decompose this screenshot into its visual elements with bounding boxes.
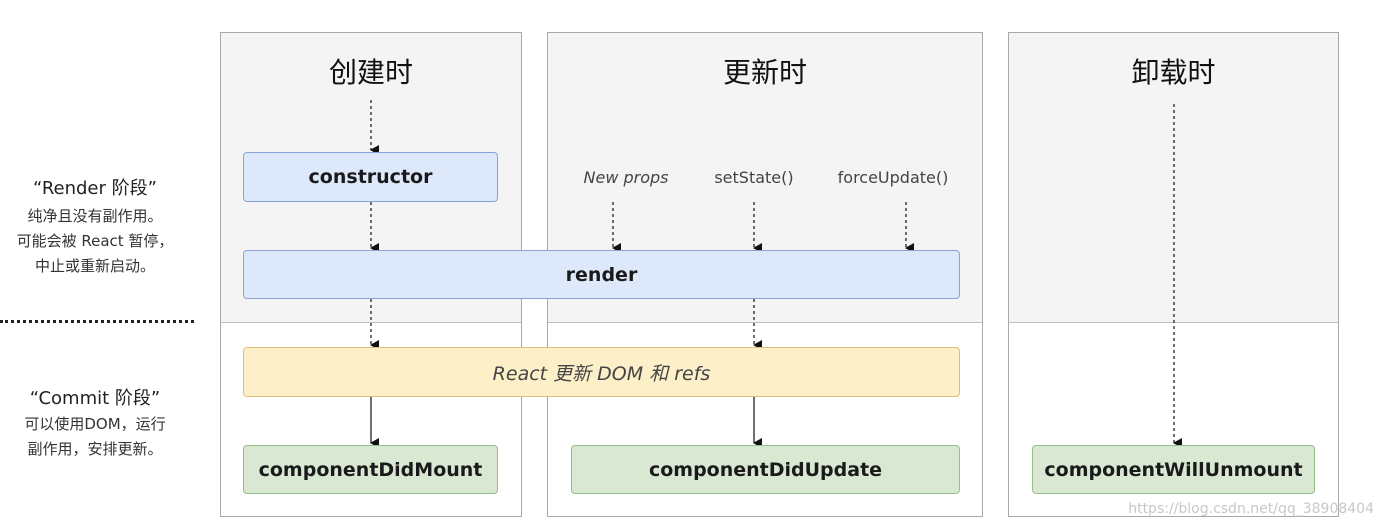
component-will-unmount-box: componentWillUnmount bbox=[1032, 445, 1315, 494]
commit-phase-description: 可以使用DOM，运行 副作用，安排更新。 bbox=[0, 412, 190, 462]
render-phase-desc-line: 纯净且没有副作用。 bbox=[27, 207, 163, 225]
mount-column-title: 创建时 bbox=[328, 56, 413, 89]
trigger-force-update: forceUpdate() bbox=[837, 168, 949, 187]
phase-divider bbox=[548, 322, 982, 323]
commit-phase-desc-line: 可以使用DOM，运行 bbox=[24, 415, 166, 433]
phase-divider bbox=[221, 322, 521, 323]
render-phase-desc-line: 可能会被 React 暂停， bbox=[16, 232, 174, 250]
constructor-box: constructor bbox=[243, 152, 498, 202]
unmount-column-title: 卸载时 bbox=[1131, 56, 1216, 89]
render-box: render bbox=[243, 250, 960, 299]
render-phase-description: 纯净且没有副作用。 可能会被 React 暂停， 中止或重新启动。 bbox=[0, 204, 190, 279]
commit-phase-title: “Commit 阶段” bbox=[29, 388, 161, 409]
component-did-mount-box: componentDidMount bbox=[243, 445, 498, 494]
phase-separator bbox=[0, 320, 194, 323]
trigger-new-props: New props bbox=[583, 168, 669, 187]
render-phase-desc-line: 中止或重新启动。 bbox=[34, 257, 155, 275]
trigger-set-state: setState() bbox=[714, 168, 794, 187]
watermark: https://blog.csdn.net/qq_38908404 bbox=[1128, 501, 1374, 517]
update-column-title: 更新时 bbox=[722, 56, 807, 89]
component-did-update-box: componentDidUpdate bbox=[571, 445, 960, 494]
react-updates-dom-box: React 更新 DOM 和 refs bbox=[243, 347, 960, 397]
commit-phase-desc-line: 副作用，安排更新。 bbox=[27, 440, 163, 458]
render-phase-title: “Render 阶段” bbox=[33, 178, 157, 199]
